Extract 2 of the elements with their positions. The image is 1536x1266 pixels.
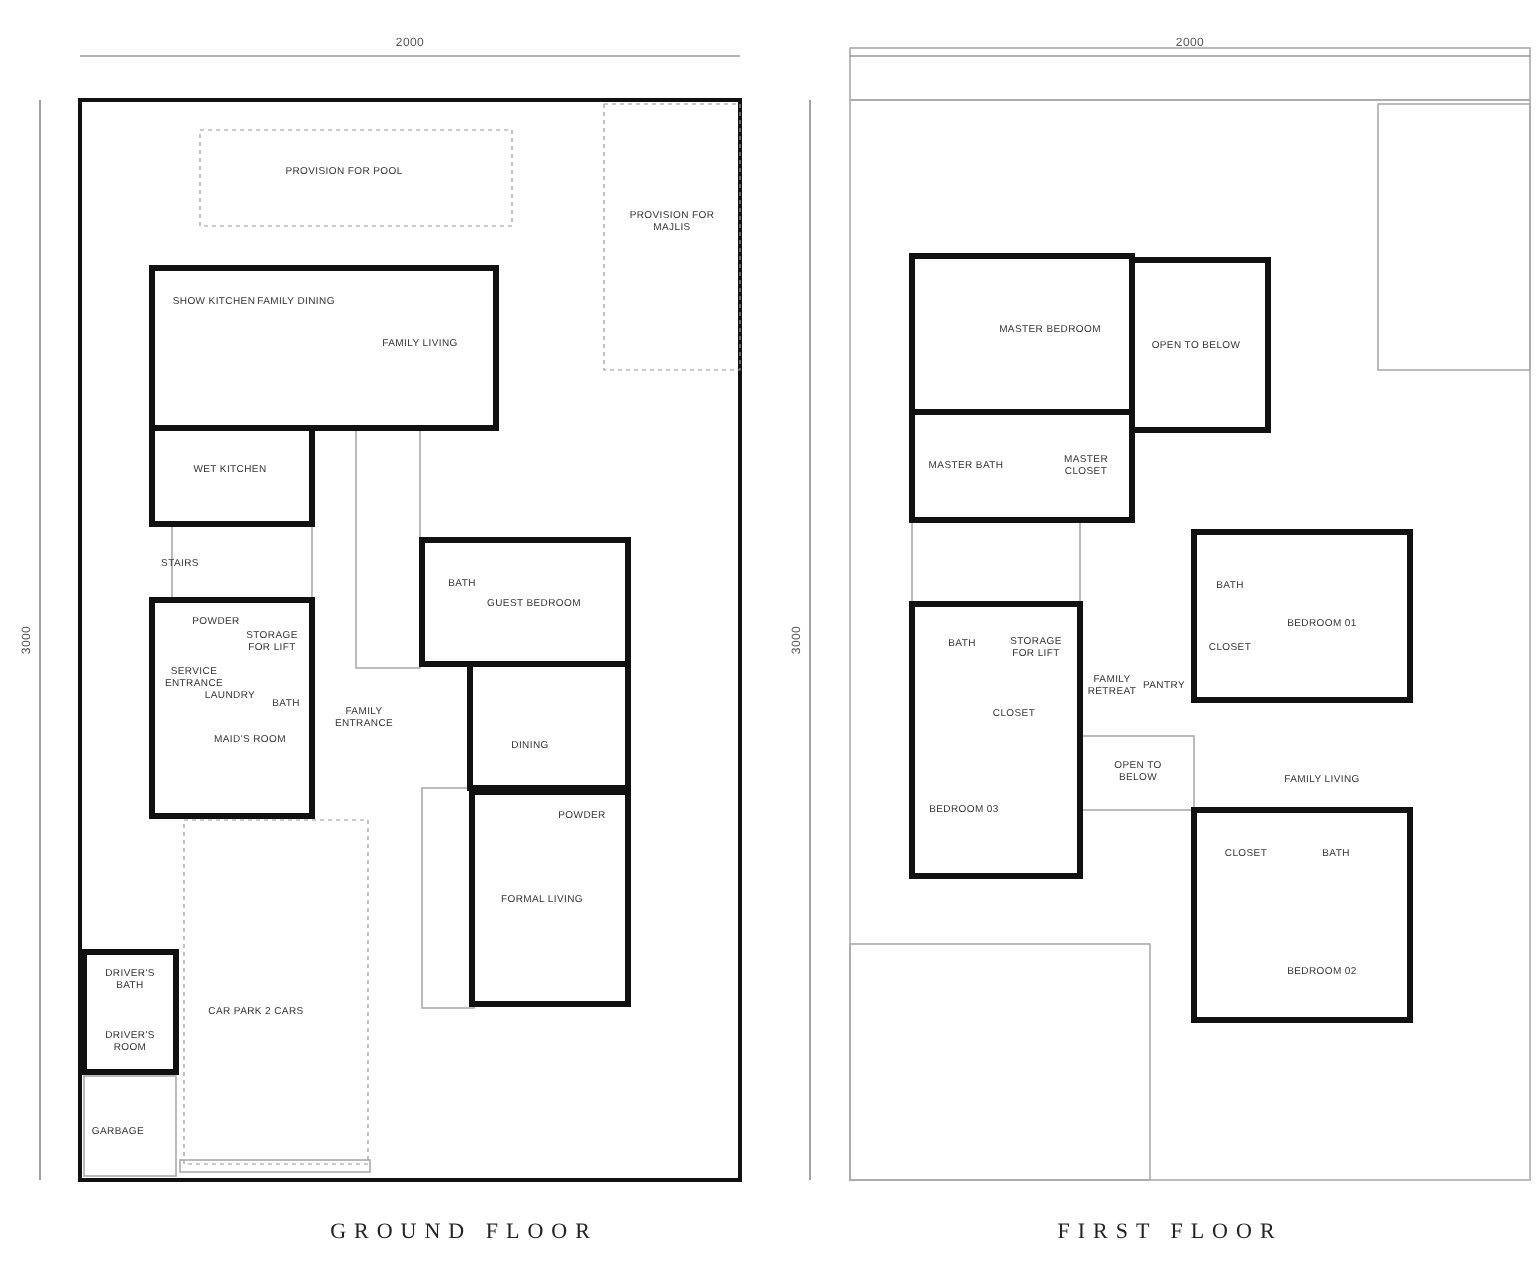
floor-title: FIRST FLOOR xyxy=(1057,1220,1283,1244)
floor-title: GROUND FLOOR xyxy=(330,1220,598,1244)
